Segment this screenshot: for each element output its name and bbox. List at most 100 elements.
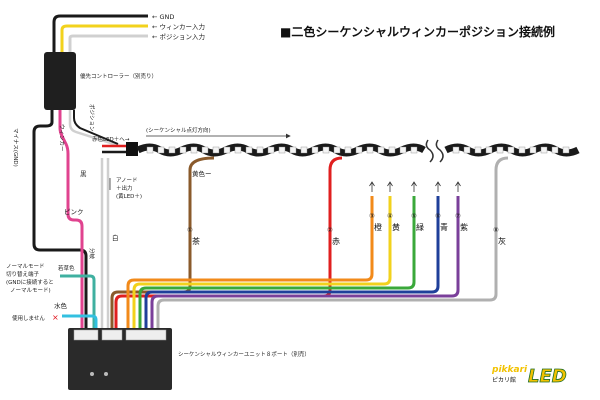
led-chip [529, 146, 537, 154]
led-chip [452, 146, 460, 154]
break-mark-right [435, 139, 444, 163]
port-arrow-3 [369, 181, 375, 192]
port-number-2: ② [327, 226, 333, 234]
led-chip [190, 146, 198, 154]
led-chip [256, 146, 264, 154]
unit-connector-3 [125, 329, 167, 341]
led-chip [311, 146, 319, 154]
mode-note-line1: ノーマルモード [6, 263, 45, 270]
port-wire-6 [144, 196, 440, 330]
pink-wire-label: ピンク [64, 208, 84, 216]
winker-input-label: ← ウィンカー入力 [152, 22, 205, 31]
led-chip [355, 146, 363, 154]
port-number-7: ⑦ [455, 212, 461, 220]
port-number-4: ④ [387, 212, 393, 220]
sequence-direction-label: (シーケンシャル点灯方向) [146, 126, 211, 134]
port-arrow-7 [455, 181, 461, 192]
priority-controller [44, 52, 76, 110]
input-wires [52, 14, 148, 52]
led-chip [410, 146, 418, 154]
led-chip [146, 146, 154, 154]
led-chip [388, 146, 396, 154]
winker-label: ウィンカー [58, 124, 66, 152]
led-chip [551, 146, 559, 154]
led-chip [179, 146, 187, 154]
gnd-input-wire [52, 14, 148, 52]
led-chip [212, 146, 220, 154]
port-color-name-8: 灰 [498, 236, 506, 246]
mode-note-line3: (GNDに接続すると [6, 278, 54, 286]
led-chip [234, 146, 242, 154]
yellow-minus-label: 黄色ー [192, 169, 212, 178]
red-led-plus-label: 赤色LED＋へ→ [92, 135, 130, 143]
yellow-led-plus-label: (黄LED＋) [116, 192, 142, 200]
black-wire-label: 黒 [80, 170, 87, 178]
port-number-8: ⑧ [493, 226, 499, 234]
unit-connector-1 [73, 329, 99, 341]
diagram-title: ■二色シーケンシャルウィンカーポジション接続例 [280, 24, 555, 39]
led-chip [223, 146, 231, 154]
led-chip [540, 146, 548, 154]
led-chip [245, 146, 253, 154]
port-wire-4 [132, 196, 392, 330]
port-color-name-2: 赤 [332, 237, 340, 246]
logo-text-small: pikkari [491, 365, 528, 375]
led-chip [366, 146, 374, 154]
led-chip [168, 146, 176, 154]
port-number-5: ⑤ [411, 212, 417, 220]
led-chip [399, 146, 407, 154]
port-color-name-4: 黄 [392, 222, 400, 232]
unused-label: 使用しません [12, 314, 45, 322]
port-wire-3 [126, 196, 374, 330]
unit-connector-2 [101, 329, 123, 341]
port-wire-2 [114, 156, 343, 330]
led-chip [474, 146, 482, 154]
led-strip [136, 139, 580, 163]
logo-text-kana: ピカリ館 [492, 376, 516, 384]
led-chip [333, 146, 341, 154]
logo-text-led: LED [528, 366, 567, 387]
port-number-6: ⑥ [435, 212, 441, 220]
port-arrow-4 [387, 181, 393, 192]
led-chip [518, 146, 526, 154]
port-wire-8 [156, 156, 509, 330]
port-color-name-1: 茶 [192, 236, 200, 246]
gnd-input-label: ← GND [152, 13, 174, 21]
port-color-name-3: 橙 [374, 222, 382, 232]
port-color-name-7: 紫 [460, 223, 468, 232]
port-wire-7 [150, 196, 460, 330]
port-arrow-6 [435, 181, 441, 192]
port-color-name-5: 緑 [416, 222, 424, 232]
led-chip [201, 146, 209, 154]
unused-x-mark: × [52, 313, 59, 322]
led-chip [377, 146, 385, 154]
led-chip [289, 146, 297, 154]
sequential-unit-box [68, 328, 172, 390]
position-input-wire [68, 34, 148, 52]
port-number-1: ① [187, 226, 193, 234]
light-blue-wire [62, 314, 98, 330]
break-mark-left [425, 139, 434, 163]
led-chip [322, 146, 330, 154]
led-chip [157, 146, 165, 154]
port-color-name-6: 青 [440, 222, 448, 232]
led-chip [300, 146, 308, 154]
minus-gnd-label: マイナス(GND) [12, 128, 19, 167]
led-chip [485, 146, 493, 154]
branch-label: 分岐 [88, 248, 96, 260]
position-label: ポジション [88, 104, 95, 132]
position-wire-to-strip [68, 110, 121, 148]
light-blue-label: 水色 [54, 301, 68, 310]
winker-input-wire [60, 24, 148, 52]
light-green-label: 若草色 [58, 264, 75, 272]
light-green-wire [60, 274, 96, 330]
unit-screw-left [90, 372, 94, 376]
strip-connector [126, 142, 138, 156]
unit-label: シーケンシャルウィンカーユニット８ポート（別売） [178, 350, 310, 358]
port-number-3: ③ [369, 212, 375, 220]
port-labels: ① 茶 ② 赤 ③ 橙④ 黄 ⑤ 緑 ⑥ 青⑦ 紫 ⑧ 灰 [187, 181, 506, 246]
led-chip [562, 146, 570, 154]
priority-controller-label: 優先コントローラー（別売り） [80, 72, 157, 80]
black-wire-to-strip [73, 110, 119, 145]
